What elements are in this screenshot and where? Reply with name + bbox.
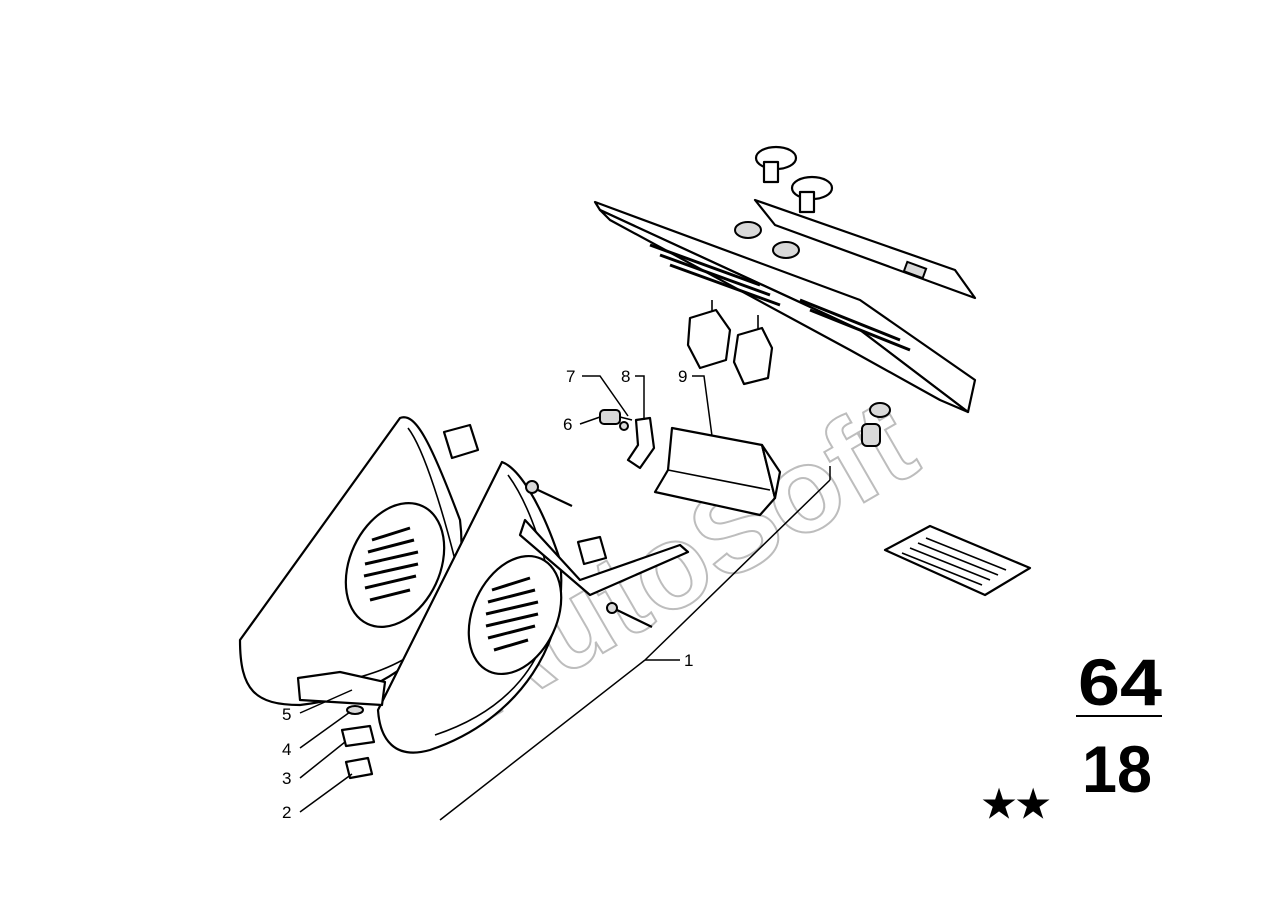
sleeve [861,423,881,447]
group-main-number: 64 [1078,645,1162,719]
grommet-right [772,241,800,259]
clip-middle [576,535,608,566]
part-2-nut [344,756,374,780]
callout-6: 6 [563,415,572,434]
part-6-screw [599,409,633,425]
control-knob-right [790,175,834,214]
callout-3: 3 [282,769,291,788]
callout-1: 1 [684,651,693,670]
hex-nut [869,402,891,418]
callout-8: 8 [621,367,630,386]
grommet-left [734,221,762,239]
group-number: 64 18 ★★ [982,645,1162,826]
bolt-upper [525,480,573,507]
part-4-washer [346,705,364,715]
leader-lines [299,375,831,821]
rating-stars: ★★ [982,784,1050,826]
shelf-grille-left [649,243,781,307]
mounting-frame [518,518,690,597]
rear-shelf-panel [593,200,977,414]
speaker-grille-left [363,526,419,602]
callout-7: 7 [566,367,575,386]
speaker-grille-right [485,576,539,652]
control-knob-left [754,145,798,184]
base-bracket [296,670,387,707]
clip-upper [442,423,480,460]
control-plate [753,198,977,300]
callout-2: 2 [282,803,291,822]
part-8-bracket [626,416,656,470]
speaker-cover-left [238,416,463,707]
information-label [883,524,1032,597]
callout-4: 4 [282,740,291,759]
shelf-grille-right [799,298,911,352]
bolt-lower [606,602,653,628]
group-sub-number: 18 [1082,732,1152,806]
callout-9: 9 [678,367,687,386]
part-7-washer [619,421,629,431]
relay-right [732,315,774,386]
relay-left [686,300,732,370]
part-9-speaker-housing [653,426,782,517]
callout-5: 5 [282,705,291,724]
part-3-bracket [340,724,376,748]
speaker-cover-right [376,460,563,754]
